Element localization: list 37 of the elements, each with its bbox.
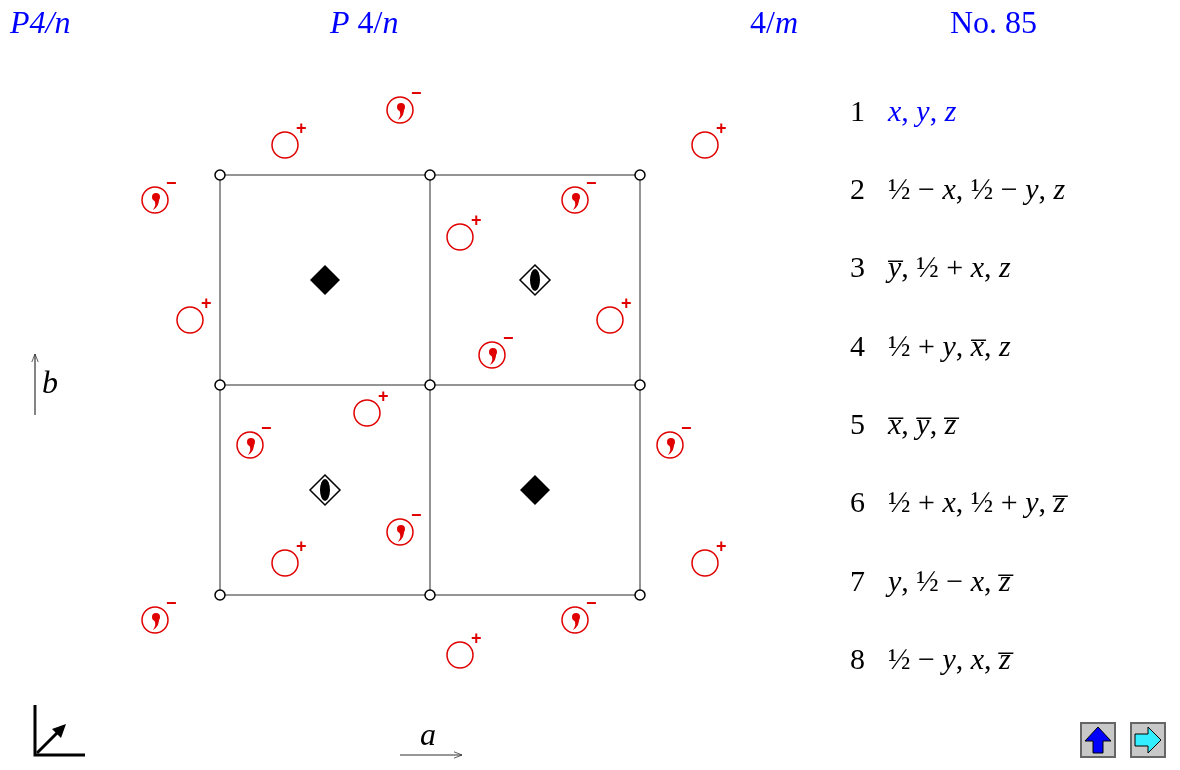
- position-number: 6: [850, 487, 865, 517]
- height-sign: +: [716, 119, 727, 137]
- height-sign: −: [586, 594, 597, 612]
- point-group-symbol: 4/m: [750, 6, 798, 38]
- position-number: 1: [850, 96, 865, 126]
- height-sign: −: [503, 329, 514, 347]
- position-number: 5: [850, 409, 865, 439]
- height-sign: +: [621, 294, 632, 312]
- height-sign: −: [411, 84, 422, 102]
- coordinate-triplet: x, y, z: [888, 96, 957, 126]
- height-sign: +: [296, 119, 307, 137]
- height-sign: +: [471, 211, 482, 229]
- height-sign: −: [411, 506, 422, 524]
- height-sign: +: [201, 294, 212, 312]
- space-group-symbol: P 4/n: [330, 6, 399, 38]
- position-number: 8: [850, 644, 865, 674]
- position-number: 2: [850, 174, 865, 204]
- position-number: 3: [850, 252, 865, 282]
- coordinate-triplet: ½ − x, ½ − y, z: [888, 174, 1066, 204]
- axis-label: b: [42, 366, 58, 398]
- space-group-number: No. 85: [950, 6, 1038, 38]
- height-sign: +: [471, 629, 482, 647]
- axis-label: a: [420, 718, 436, 750]
- height-sign: −: [681, 419, 692, 437]
- coordinate-triplet: ½ + y, x̅, z: [888, 331, 1011, 361]
- coordinate-triplet: ½ + x, ½ + y, z̅: [888, 487, 1066, 517]
- height-sign: +: [716, 537, 727, 555]
- space-group-symbol: P4/n: [10, 6, 71, 38]
- height-sign: +: [296, 537, 307, 555]
- position-number: 7: [850, 566, 865, 596]
- position-number: 4: [850, 331, 865, 361]
- height-sign: −: [586, 174, 597, 192]
- height-sign: −: [166, 174, 177, 192]
- height-sign: −: [166, 594, 177, 612]
- height-sign: +: [378, 387, 389, 405]
- coordinate-triplet: x̅, y̅, z̅: [888, 409, 957, 439]
- height-sign: −: [261, 419, 272, 437]
